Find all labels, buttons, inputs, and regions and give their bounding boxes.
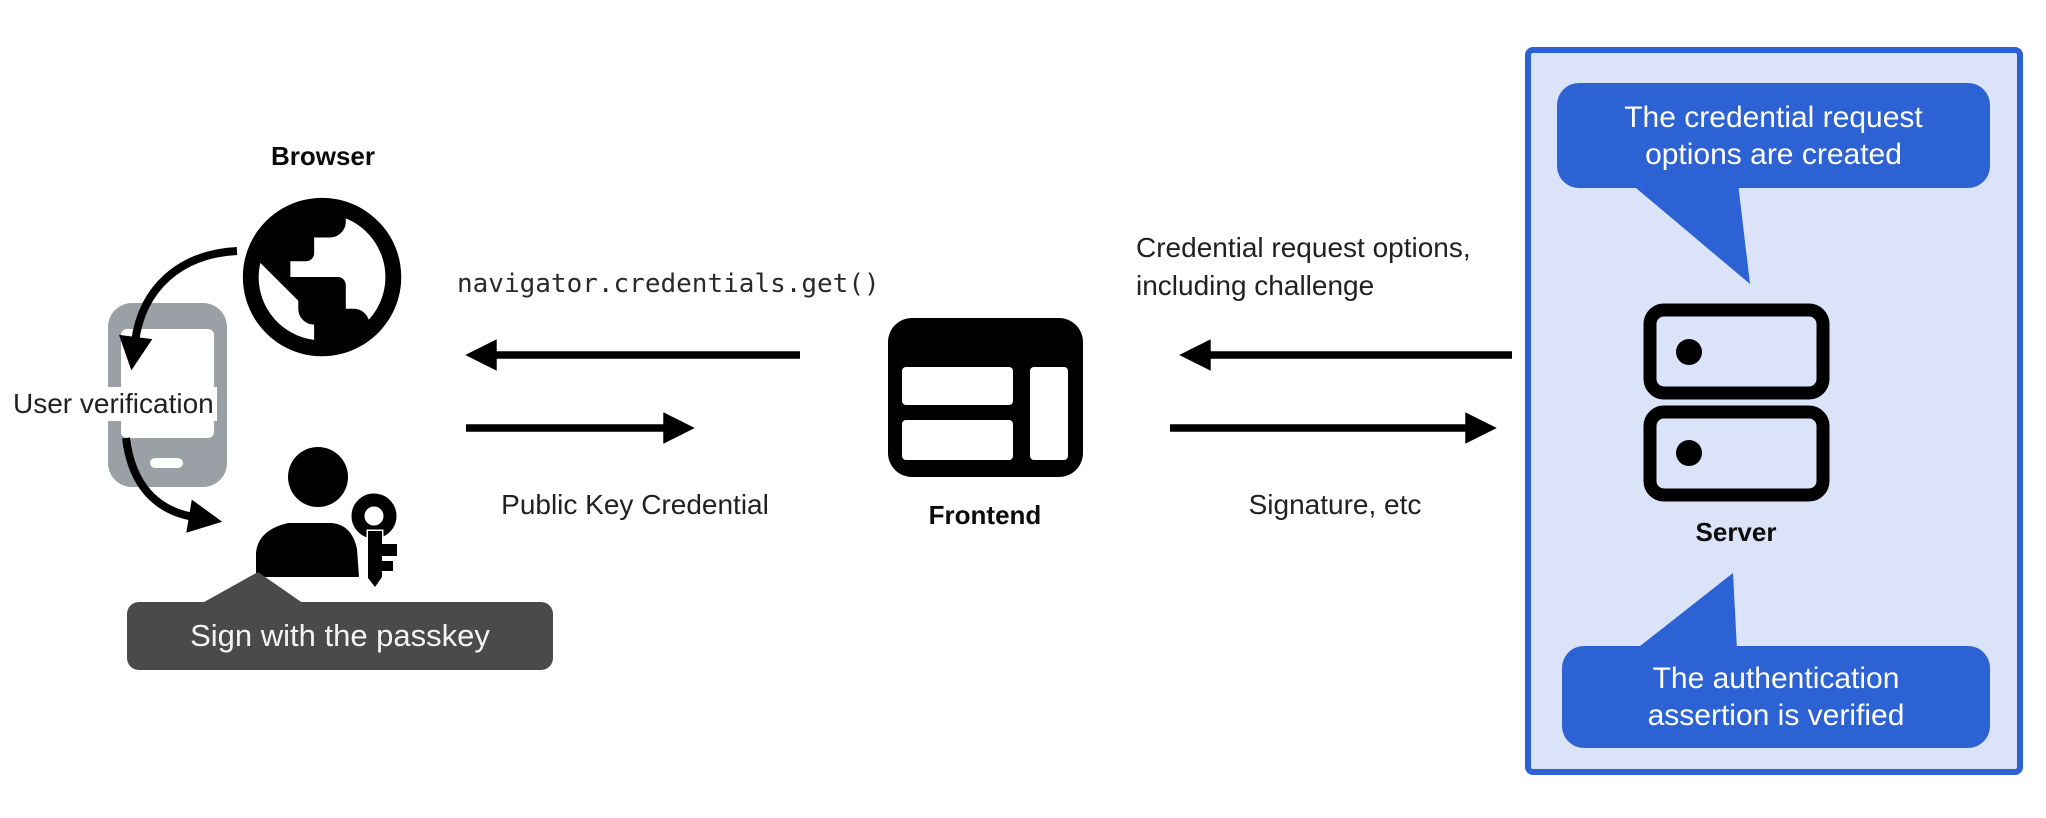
sign-with-passkey-tooltip: Sign with the passkey <box>127 602 553 670</box>
globe-icon <box>242 197 402 357</box>
assertion-verified-bubble-text: The authentication assertion is verified <box>1647 662 1905 732</box>
credential-request-label: Credential request options, including ch… <box>1136 232 1471 301</box>
key-icon <box>347 489 401 590</box>
browser-node-label: Browser <box>270 141 376 171</box>
user-verification-label: User verification <box>10 387 217 421</box>
frontend-node-label: Frontend <box>928 500 1042 530</box>
signature-label: Signature, etc <box>1248 489 1422 520</box>
credential-options-bubble-text: The credential request options are creat… <box>1624 100 1923 171</box>
public-key-credential-label: Public Key Credential <box>501 489 769 520</box>
credentials-get-code-label: navigator.credentials.get() <box>457 269 880 299</box>
server-node-label: Server <box>1695 517 1777 547</box>
arrow-browser-to-phone <box>118 247 238 371</box>
assertion-verified-bubble: The authentication assertion is verified <box>1562 646 1990 748</box>
credential-options-bubble: The credential request options are creat… <box>1557 83 1990 188</box>
sign-with-passkey-text: Sign with the passkey <box>190 618 490 653</box>
browser-window-icon <box>888 318 1083 477</box>
sign-box-pointer <box>197 572 307 606</box>
person-with-key-icon <box>256 447 401 590</box>
arrow-phone-to-user <box>122 437 223 533</box>
